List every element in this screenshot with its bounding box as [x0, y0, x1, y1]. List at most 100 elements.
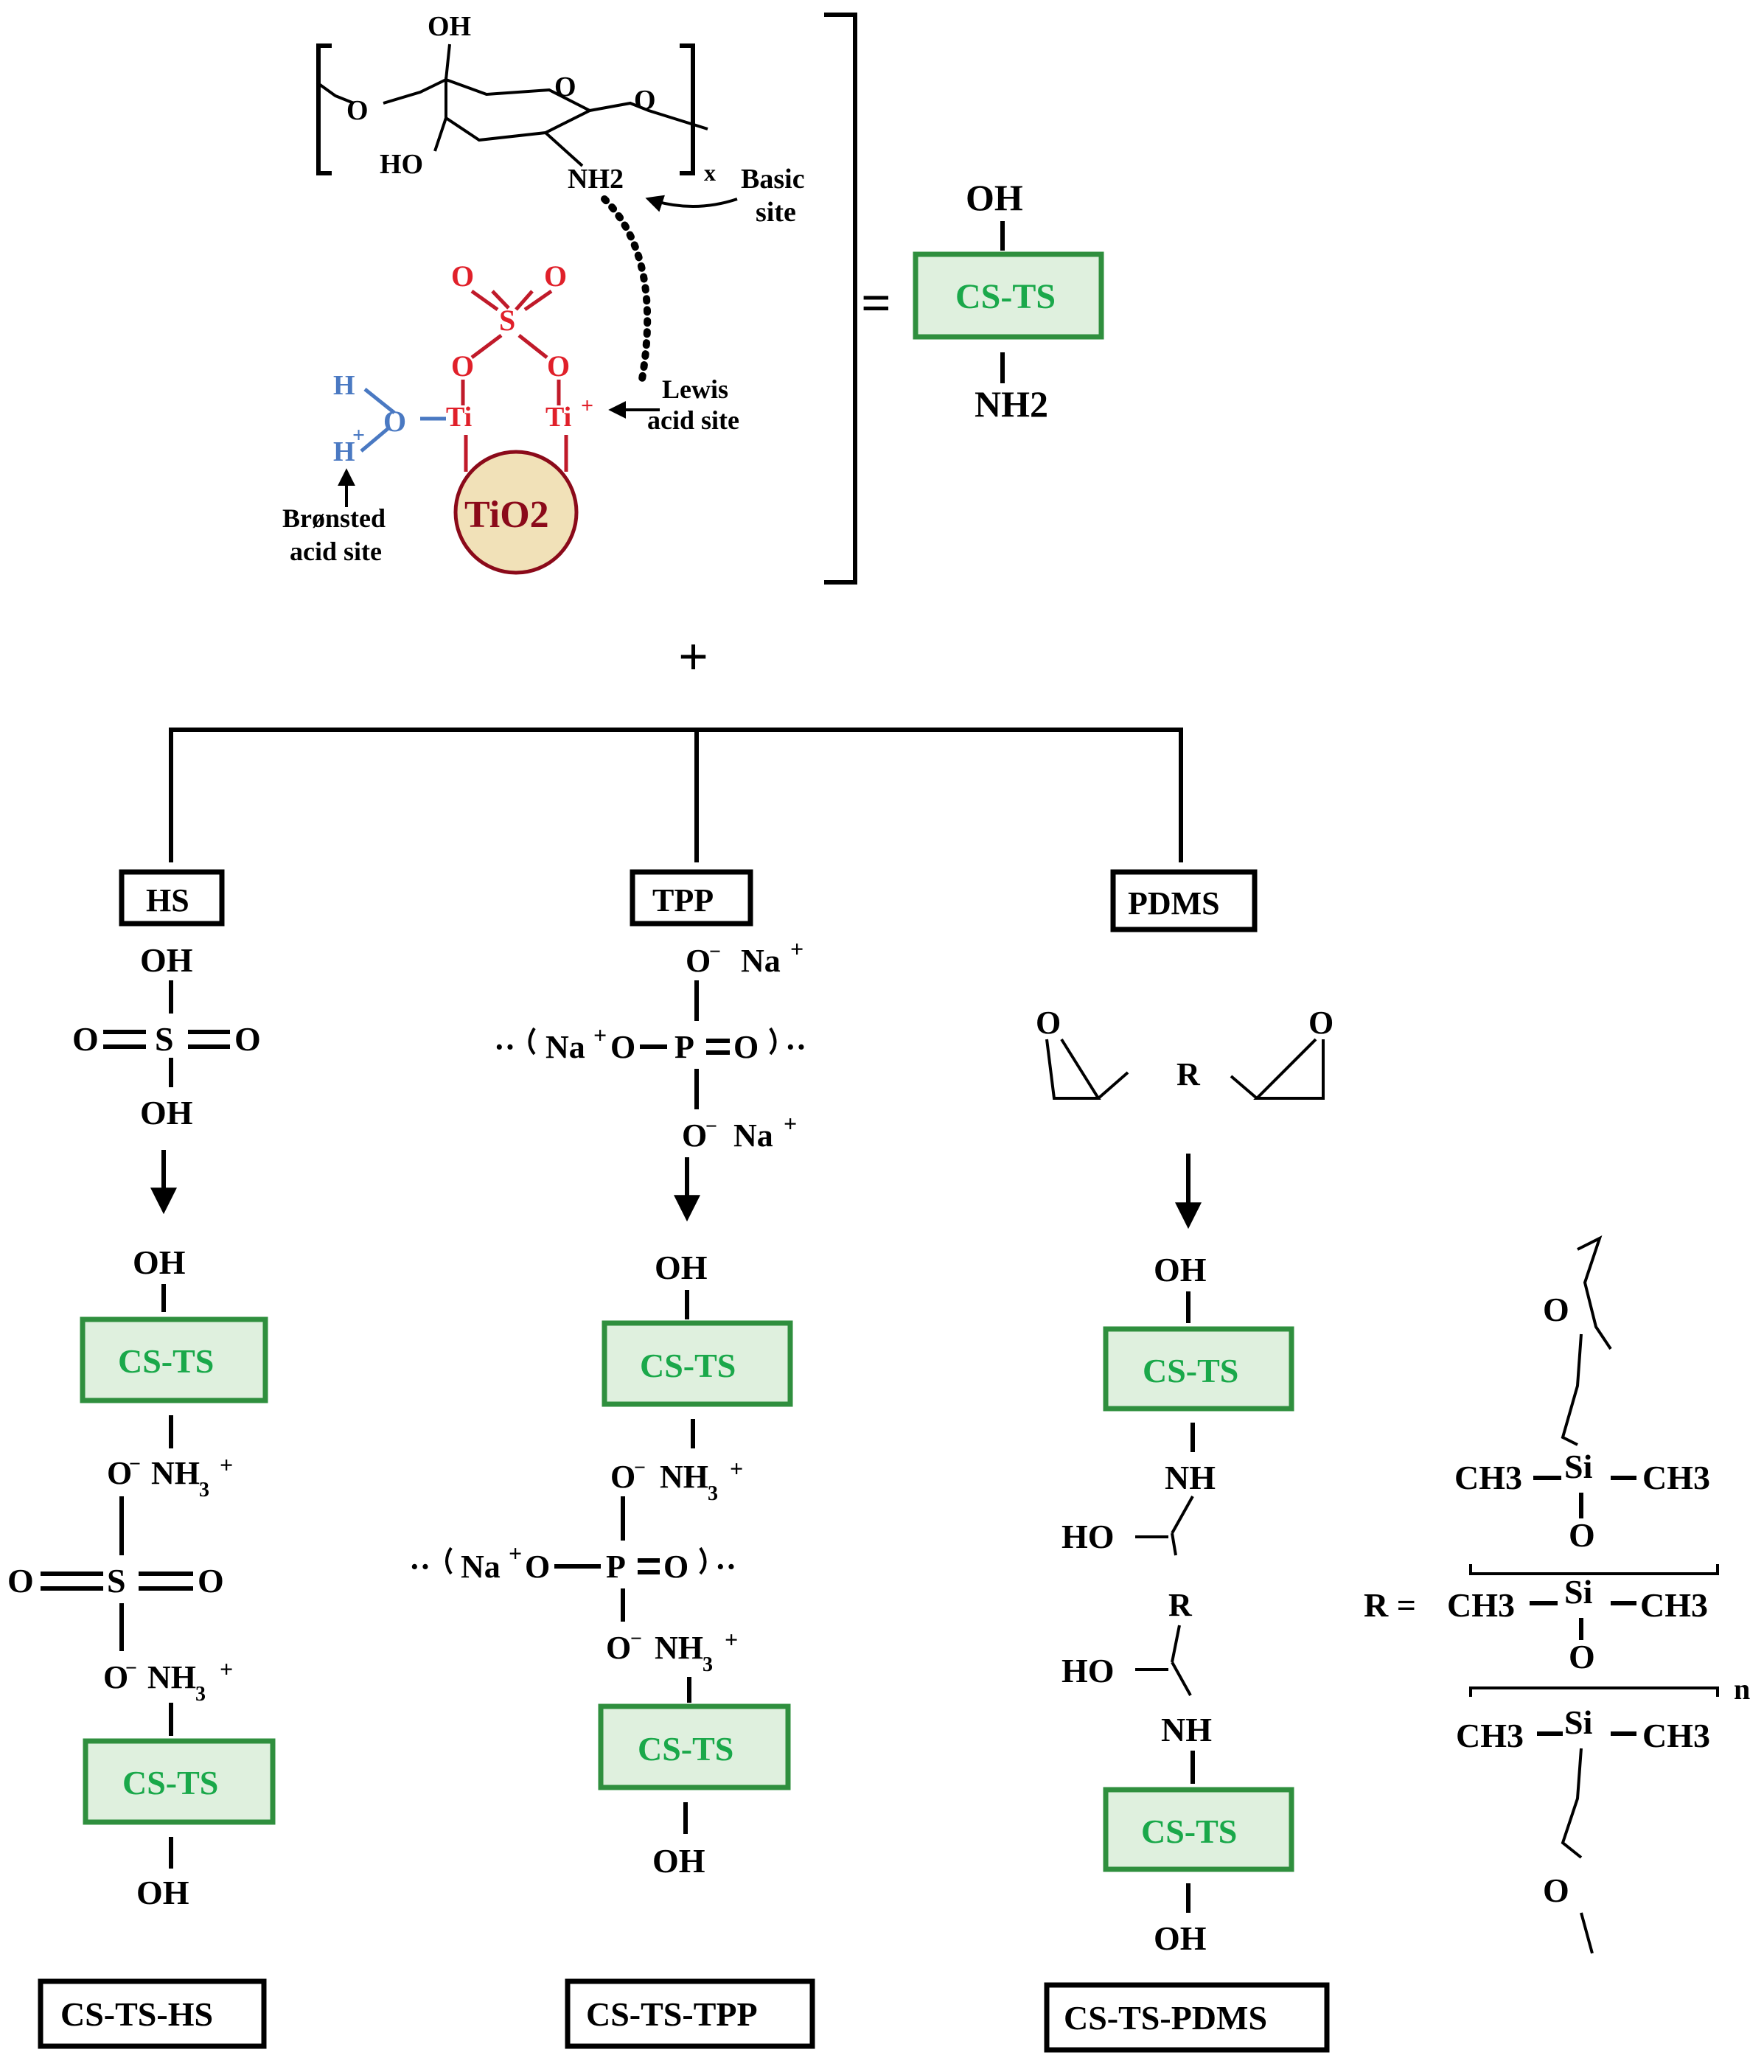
lewis-line1: Lewis	[662, 374, 728, 404]
hs-cs-ts-box-2	[83, 1738, 276, 1825]
sulfated-tio2: O O S O O Ti Ti + H O H + TiO2 Lewis aci…	[282, 259, 739, 575]
generic-oh: OH	[966, 177, 1023, 218]
chitosan-right-bracket	[680, 43, 695, 175]
pdms-nh-1: NH	[1165, 1459, 1216, 1496]
rdef-ch3-3r: CH3	[1642, 1717, 1710, 1754]
pdms-product-oh-top: OH	[1154, 1251, 1207, 1288]
chitosan-nh2: NH2	[568, 164, 624, 195]
rdef-n: n	[1734, 1672, 1750, 1706]
svg-text:−: −	[630, 1628, 642, 1650]
basic-site-line2: site	[756, 197, 796, 228]
svg-text:+: +	[220, 1451, 233, 1478]
svg-text:−: −	[709, 941, 721, 963]
pdms-nh-2: NH	[1161, 1711, 1212, 1748]
hs-cs-ts-label-1: CS-TS	[118, 1342, 214, 1380]
pdms-cs-ts-label-2: CS-TS	[1141, 1813, 1237, 1850]
svg-text:··: ··	[715, 1549, 736, 1585]
sulfate-o4: O	[547, 349, 570, 383]
svg-text:+: +	[784, 1110, 797, 1137]
hs-s-o-right: O	[198, 1562, 224, 1600]
tpp-ion-o-2: O	[606, 1630, 631, 1666]
rdef-r-eq: R =	[1364, 1586, 1416, 1624]
svg-text:−: −	[634, 1457, 646, 1479]
pdms-cs-ts-box-2	[1103, 1787, 1294, 1872]
hs-nh3-2: NH	[147, 1659, 196, 1695]
tpp-chain-o: O	[610, 1029, 635, 1065]
ti-atom-2: Ti	[545, 402, 571, 433]
tpp-chain2-o: O	[525, 1549, 550, 1585]
r-definition: O CH3 Si CH3 O R = CH3 Si CH3 O n CH3 Si…	[1364, 1235, 1750, 1954]
generic-nh2: NH2	[975, 383, 1048, 425]
tpp-chain-p: P	[674, 1029, 694, 1065]
ti-plus: +	[581, 394, 593, 418]
generic-cs-ts-label: CS-TS	[955, 277, 1056, 316]
hs-reagent-s: S	[155, 1020, 174, 1058]
svg-text:··: ··	[409, 1549, 430, 1585]
chitosan-left-bracket	[316, 43, 332, 175]
tpp-na-bottom: Na	[733, 1117, 773, 1154]
hs-product-oh-top: OH	[133, 1243, 186, 1281]
pdms-product-oh-bottom: OH	[1154, 1919, 1207, 1957]
hs-nh3-1: NH	[151, 1455, 200, 1491]
sulfate-o2: O	[544, 259, 567, 293]
sulfate-o3: O	[451, 349, 474, 383]
hs-title-box	[119, 869, 225, 927]
bronsted-hplus: +	[352, 423, 365, 447]
hs-reagent-o-right: O	[234, 1020, 261, 1058]
tpp-nh3-2: NH	[655, 1630, 703, 1666]
equals-sign: =	[861, 273, 891, 332]
tpp-product-oh-bottom: OH	[652, 1842, 705, 1880]
lewis-line2: acid site	[647, 405, 739, 435]
rdef-o-top: O	[1543, 1291, 1569, 1328]
basic-site-line1: Basic	[741, 164, 805, 195]
pdms-r-link: R	[1168, 1587, 1193, 1623]
pdms-epoxide-o-right: O	[1308, 1005, 1334, 1041]
pdms-cs-ts-box-1	[1103, 1326, 1294, 1412]
pdms-ho-2: HO	[1061, 1652, 1115, 1689]
tpp-cs-ts-label-2: CS-TS	[638, 1730, 733, 1768]
pdms-epoxide-o-left: O	[1036, 1005, 1061, 1041]
hs-title: HS	[146, 882, 189, 918]
rdef-ch3-1r: CH3	[1642, 1459, 1710, 1496]
chitosan-ring	[445, 77, 593, 142]
svg-text:+: +	[220, 1656, 233, 1682]
svg-text:+: +	[790, 935, 803, 962]
rdef-o-bottom: O	[1543, 1872, 1569, 1909]
rdef-si-2: Si	[1564, 1573, 1593, 1611]
tpp-cs-ts-box-1	[602, 1320, 793, 1407]
pdms-title-box	[1110, 869, 1258, 932]
ti-atom-1: Ti	[446, 402, 472, 433]
svg-text:+: +	[730, 1455, 743, 1482]
pdms-final-label: CS-TS-PDMS	[1064, 1999, 1267, 2037]
chitosan-unit: OH O O O HO NH2 x Basic site	[316, 11, 805, 387]
tpp-chain2-o-right: O	[663, 1549, 688, 1585]
tpp-product-oh-top: OH	[655, 1249, 708, 1286]
tpp-chain-o-right: O	[733, 1029, 759, 1065]
rdef-o-2: O	[1569, 1638, 1595, 1675]
hs-ion-o-2: O	[103, 1659, 128, 1695]
hs-s-atom: S	[107, 1562, 126, 1600]
rdef-si-3: Si	[1564, 1703, 1593, 1741]
pdms-final-box	[1044, 1982, 1330, 2053]
svg-text:3: 3	[703, 1653, 713, 1676]
tpp-cs-ts-box-2	[598, 1703, 791, 1790]
tpp-nh3-1: NH	[660, 1459, 708, 1495]
tpp-final-label: CS-TS-TPP	[586, 1995, 758, 2033]
bronsted-o: O	[383, 405, 406, 438]
svg-text:−: −	[125, 1657, 137, 1680]
hs-final-box	[38, 1978, 267, 2049]
svg-text:··: ··	[785, 1029, 806, 1065]
generic-cs-ts-box	[913, 251, 1104, 340]
hs-s-o-left: O	[7, 1562, 34, 1600]
chitosan-o-left: O	[346, 95, 369, 126]
hs-product-oh-bottom: OH	[136, 1874, 189, 1911]
rdef-ch3-1l: CH3	[1454, 1459, 1522, 1496]
tpp-reagent-o-top: O	[686, 943, 711, 979]
pdms-title: PDMS	[1128, 885, 1220, 921]
cs-ts-generic: OH CS-TS NH2	[913, 177, 1104, 425]
hs-ion-o-1: O	[107, 1455, 132, 1491]
svg-text:3: 3	[195, 1683, 206, 1706]
bronsted-h2: H	[333, 436, 355, 467]
hs-reagent-oh-bottom: OH	[140, 1094, 193, 1131]
